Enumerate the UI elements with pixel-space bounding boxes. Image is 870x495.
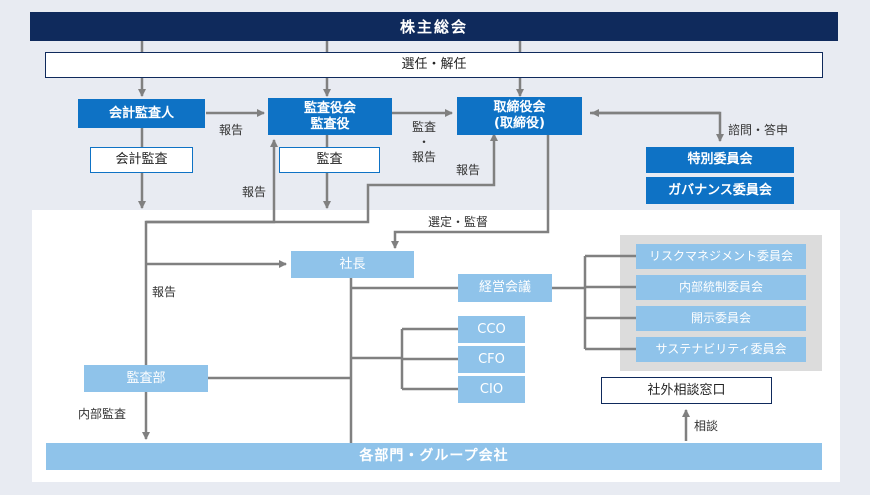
accounting-auditor: 会計監査人: [78, 99, 205, 128]
label-audit-report: 監査 ・ 報告: [406, 120, 442, 165]
arrow-report-to-audit-committee: [144, 139, 278, 375]
governance-committee: ガバナンス委員会: [646, 177, 794, 204]
officer-cio: CIO: [458, 376, 525, 403]
shareholders-meeting: 株主総会: [30, 12, 838, 41]
label-report-2: 報告: [242, 185, 267, 199]
appointment-dismissal-bar: 選任・解任: [45, 52, 823, 78]
arrow-to-special-committee: [590, 111, 724, 142]
label-report-4: 報告: [152, 285, 177, 299]
board-line-1: 取締役会: [493, 100, 546, 116]
management-meeting: 経営会議: [458, 274, 552, 302]
label-audit-report-1: 監査: [411, 120, 436, 134]
board-of-directors: 取締役会 (取締役): [457, 97, 582, 135]
president: 社長: [291, 251, 414, 278]
label-audit-report-3: 報告: [411, 150, 436, 164]
label-internal-audit: 内部監査: [78, 407, 127, 421]
audit-department: 監査部: [84, 365, 208, 392]
committee-internal-control: 内部統制委員会: [636, 275, 806, 300]
committee-disclosure: 開示委員会: [636, 306, 806, 331]
special-committee: 特別委員会: [646, 147, 794, 173]
label-consultation: 相談: [694, 419, 719, 433]
departments-group-companies: 各部門・グループ会社: [46, 443, 822, 470]
audit: 監査: [279, 147, 380, 173]
committee-sustainability: サステナビリティ委員会: [636, 337, 806, 362]
officer-cfo: CFO: [458, 346, 525, 373]
arrow-selection-supervision: [391, 135, 550, 249]
officer-cco: CCO: [458, 316, 525, 343]
label-consultation-report: 諮問・答申: [728, 123, 789, 137]
label-selection-supervision: 選定・監督: [428, 215, 489, 229]
audit-committee-line-2: 監査役: [310, 116, 350, 132]
label-report-1: 報告: [219, 123, 244, 137]
board-line-2: (取締役): [494, 116, 545, 131]
committee-risk-management: リスクマネジメント委員会: [636, 244, 806, 269]
label-report-3: 報告: [456, 163, 481, 177]
audit-committee: 監査役会 監査役: [268, 98, 392, 135]
external-consultation-desk: 社外相談窓口: [601, 377, 772, 404]
audit-committee-line-1: 監査役会: [303, 100, 356, 116]
arrow-report-to-board: [146, 133, 498, 224]
label-audit-report-2: ・: [417, 135, 430, 149]
accounting-audit: 会計監査: [90, 147, 193, 173]
